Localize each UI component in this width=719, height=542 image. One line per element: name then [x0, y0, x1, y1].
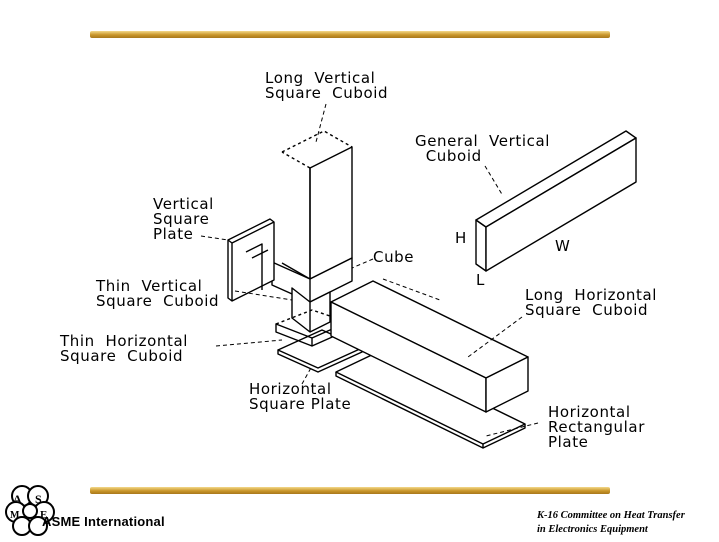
- leader-vertical-plate: [200, 235, 229, 241]
- leader-long-horizontal: [467, 316, 523, 358]
- leader-thin-vertical: [234, 290, 293, 301]
- horizontal-rectangular-plate-shape: [335, 351, 526, 449]
- label-cube: Cube: [373, 248, 415, 266]
- label-dimension-h: H: [455, 229, 467, 247]
- logo-letter-s: S: [35, 492, 42, 506]
- label-thin-vertical-square-cuboid: Thin Vertical Square Cuboid: [96, 277, 220, 310]
- leader-rect-plate: [485, 422, 539, 437]
- label-dimension-l: L: [476, 271, 485, 289]
- label-general-vertical-cuboid: General Vertical Cuboid: [415, 132, 550, 165]
- asme-logo: A S M E ASME International: [2, 482, 172, 538]
- long-vertical-square-cuboid-shape: [281, 130, 353, 280]
- label-long-vertical-square-cuboid: Long Vertical Square Cuboid: [265, 69, 389, 102]
- logo-letter-m: M: [10, 510, 20, 521]
- general-vertical-cuboid-shape: [475, 130, 637, 272]
- leader-horizontal-plate: [301, 365, 313, 385]
- bottom-divider-bar: [90, 487, 610, 494]
- leader-long-vertical: [315, 103, 327, 143]
- asme-emblem-icon: A S M E: [5, 485, 55, 536]
- label-thin-horizontal-square-cuboid: Thin Horizontal Square Cuboid: [60, 332, 189, 365]
- long-horizontal-square-cuboid-shape: [330, 280, 529, 413]
- leader-thin-horizontal: [215, 339, 283, 347]
- label-vertical-square-plate: Vertical Square Plate: [153, 195, 214, 243]
- label-dimension-w: W: [555, 237, 571, 255]
- committee-credit: K-16 Committee on Heat Transfer in Elect…: [537, 510, 685, 535]
- leader-general-vertical: [484, 165, 504, 197]
- top-divider-bar: [90, 31, 610, 38]
- label-long-horizontal-square-cuboid: Long Horizontal Square Cuboid: [525, 286, 658, 319]
- logo-wordmark: ASME International: [42, 514, 165, 529]
- vertical-square-plate-shape: [227, 218, 275, 302]
- label-horizontal-square-plate: Horizontal Square Plate: [249, 380, 352, 413]
- label-horizontal-rectangular-plate: Horizontal Rectangular Plate: [548, 403, 645, 451]
- leader-cube: [351, 258, 374, 269]
- leader-cube-aux: [382, 278, 441, 301]
- logo-letter-e: E: [40, 509, 47, 521]
- logo-letter-a: A: [13, 492, 22, 506]
